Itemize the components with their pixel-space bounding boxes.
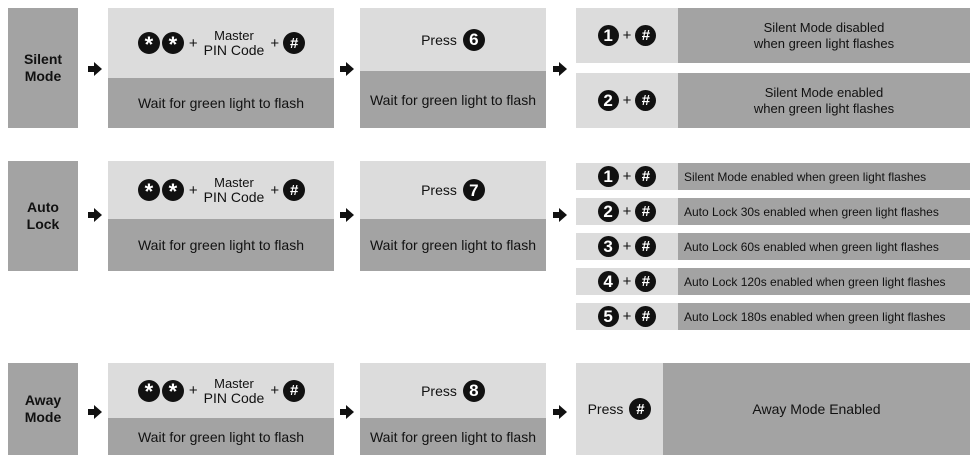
key-1-icon: 1: [597, 166, 619, 187]
hash-key-icon: #: [283, 32, 306, 54]
key-1-icon: 1: [597, 25, 619, 46]
hash-key-icon: #: [635, 236, 657, 257]
star-key-icon: *: [137, 32, 160, 55]
auto-option-5-code: 5 + #: [576, 303, 678, 330]
key-6-icon: 6: [462, 28, 485, 51]
star-key-icon: *: [161, 379, 184, 403]
plus-sign: +: [270, 34, 280, 52]
arrow-right-icon: [340, 405, 354, 419]
auto-option-5-desc: Auto Lock 180s enabled when green light …: [678, 303, 970, 330]
arrow-right-icon: [553, 405, 567, 419]
auto-option-2-code: 2 + #: [576, 198, 678, 225]
key-3-icon: 3: [597, 236, 619, 257]
auto-option-4-code: 4 + #: [576, 268, 678, 295]
hash-key-icon: #: [283, 179, 306, 201]
auto-option-1-code: 1 + #: [576, 163, 678, 190]
hash-key-icon: #: [635, 201, 657, 222]
away-final-desc: Away Mode Enabled: [663, 363, 970, 455]
arrow-right-icon: [553, 208, 567, 222]
arrow-right-icon: [553, 62, 567, 76]
away-step2-wait: Wait for green light to flash: [360, 418, 546, 455]
silent-step2-wait: Wait for green light to flash: [360, 71, 546, 128]
hash-key-icon: #: [635, 25, 657, 46]
hash-key-icon: #: [283, 379, 306, 402]
arrow-right-icon: [340, 62, 354, 76]
key-5-icon: 5: [597, 306, 619, 327]
auto-step2-press: Press 7: [360, 161, 546, 219]
away-step1-wait: Wait for green light to flash: [108, 418, 334, 455]
silent-option-2-code: 2 + #: [576, 73, 678, 128]
hash-key-icon: #: [635, 166, 657, 187]
silent-option-1-code: 1 + #: [576, 8, 678, 63]
star-key-icon: *: [137, 379, 160, 403]
arrow-right-icon: [340, 208, 354, 222]
arrow-right-icon: [88, 405, 102, 419]
silent-step1-wait: Wait for green light to flash: [108, 78, 334, 128]
away-step2-press: Press 8: [360, 363, 546, 418]
hash-key-icon: #: [635, 90, 657, 111]
auto-option-3-code: 3 + #: [576, 233, 678, 260]
away-final-press: Press #: [576, 363, 663, 455]
hash-key-icon: #: [629, 398, 652, 420]
key-4-icon: 4: [597, 271, 619, 292]
plus-sign: +: [188, 34, 198, 52]
star-key-icon: *: [137, 179, 160, 202]
auto-option-2-desc: Auto Lock 30s enabled when green light f…: [678, 198, 970, 225]
key-2-icon: 2: [597, 90, 619, 111]
auto-step2-wait: Wait for green light to flash: [360, 219, 546, 271]
star-key-icon: *: [161, 32, 184, 55]
auto-step1-wait: Wait for green light to flash: [108, 219, 334, 271]
key-8-icon: 8: [462, 379, 485, 402]
key-2-icon: 2: [597, 201, 619, 222]
star-key-icon: *: [161, 179, 184, 202]
auto-option-1-desc: Silent Mode enabled when green light fla…: [678, 163, 970, 190]
hash-key-icon: #: [635, 306, 657, 327]
arrow-right-icon: [88, 208, 102, 222]
auto-option-4-desc: Auto Lock 120s enabled when green light …: [678, 268, 970, 295]
silent-step2-press: Press 6: [360, 8, 546, 71]
hash-key-icon: #: [635, 271, 657, 292]
arrow-right-icon: [88, 62, 102, 76]
auto-option-3-desc: Auto Lock 60s enabled when green light f…: [678, 233, 970, 260]
key-7-icon: 7: [462, 179, 485, 201]
